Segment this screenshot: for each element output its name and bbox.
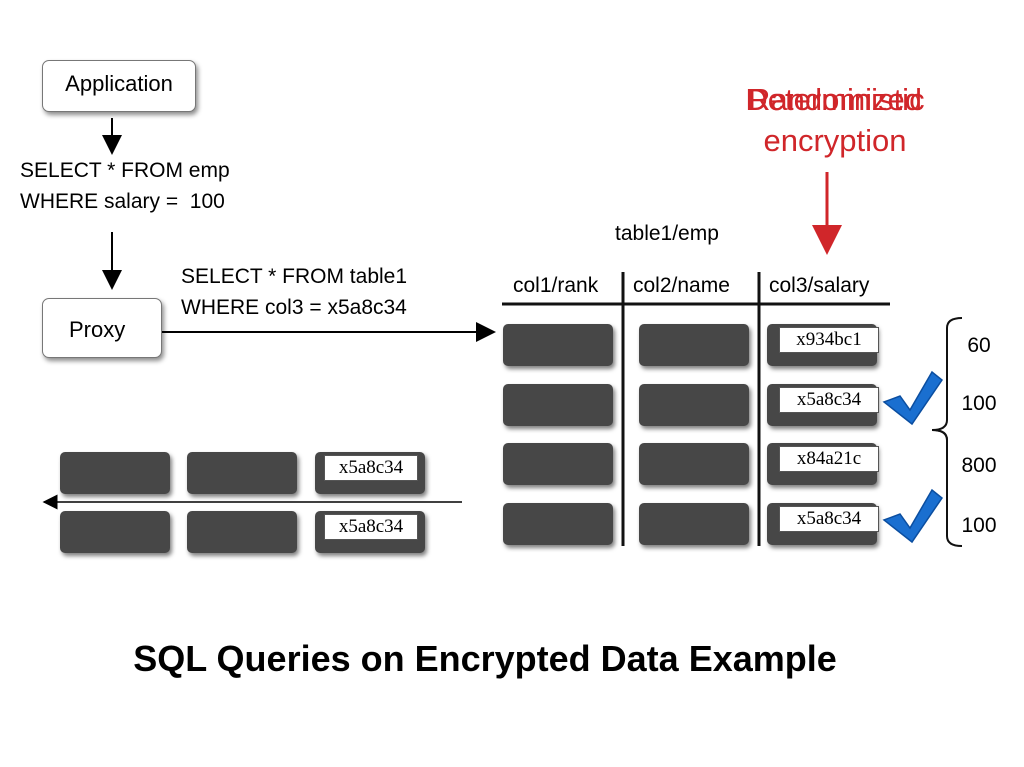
table-cell bbox=[639, 384, 749, 426]
slide-title: SQL Queries on Encrypted Data Example bbox=[133, 638, 837, 679]
proxy-label: Proxy bbox=[69, 317, 126, 342]
result-cell bbox=[187, 511, 297, 553]
table-cell bbox=[503, 503, 613, 545]
application-label: Application bbox=[65, 71, 173, 96]
table-cell bbox=[503, 384, 613, 426]
column-header-2: col2/name bbox=[633, 274, 730, 297]
result-cell bbox=[60, 452, 170, 494]
column-header-1: col1/rank bbox=[513, 274, 599, 297]
application-node: Application bbox=[42, 60, 196, 112]
annotation-line-1a: Deterministic bbox=[745, 82, 925, 117]
ciphertext-label: x84a21c bbox=[779, 446, 879, 472]
check-icon bbox=[882, 488, 944, 544]
plain-query-line-2: WHERE salary = 100 bbox=[20, 190, 225, 213]
annotation-line-2: encryption bbox=[763, 123, 907, 158]
column-header-3: col3/salary bbox=[769, 274, 870, 297]
brace-bottom bbox=[931, 429, 963, 547]
table-cell bbox=[639, 443, 749, 485]
encrypted-query-line-2: WHERE col3 = x5a8c34 bbox=[181, 296, 407, 319]
result-ciphertext-label: x5a8c34 bbox=[324, 514, 418, 540]
result-cell bbox=[187, 452, 297, 494]
encrypted-query-line-1: SELECT * FROM table1 bbox=[181, 265, 408, 288]
table-cell bbox=[639, 503, 749, 545]
plain-value: 100 bbox=[961, 392, 997, 415]
result-cell bbox=[60, 511, 170, 553]
plain-value: 60 bbox=[967, 334, 991, 357]
plain-query-line-1: SELECT * FROM emp bbox=[20, 159, 230, 182]
plain-value: 100 bbox=[961, 514, 997, 537]
proxy-node: Proxy bbox=[42, 298, 162, 358]
result-ciphertext-label: x5a8c34 bbox=[324, 455, 418, 481]
table-cell bbox=[639, 324, 749, 366]
plain-value: 800 bbox=[961, 454, 997, 477]
table-title: table1/emp bbox=[615, 222, 719, 245]
check-icon bbox=[882, 370, 944, 426]
ciphertext-label: x5a8c34 bbox=[779, 387, 879, 413]
table-cell bbox=[503, 443, 613, 485]
annotation-line-1b: Randomized bbox=[747, 82, 923, 117]
ciphertext-label: x934bc1 bbox=[779, 327, 879, 353]
ciphertext-label: x5a8c34 bbox=[779, 506, 879, 532]
table-cell bbox=[503, 324, 613, 366]
